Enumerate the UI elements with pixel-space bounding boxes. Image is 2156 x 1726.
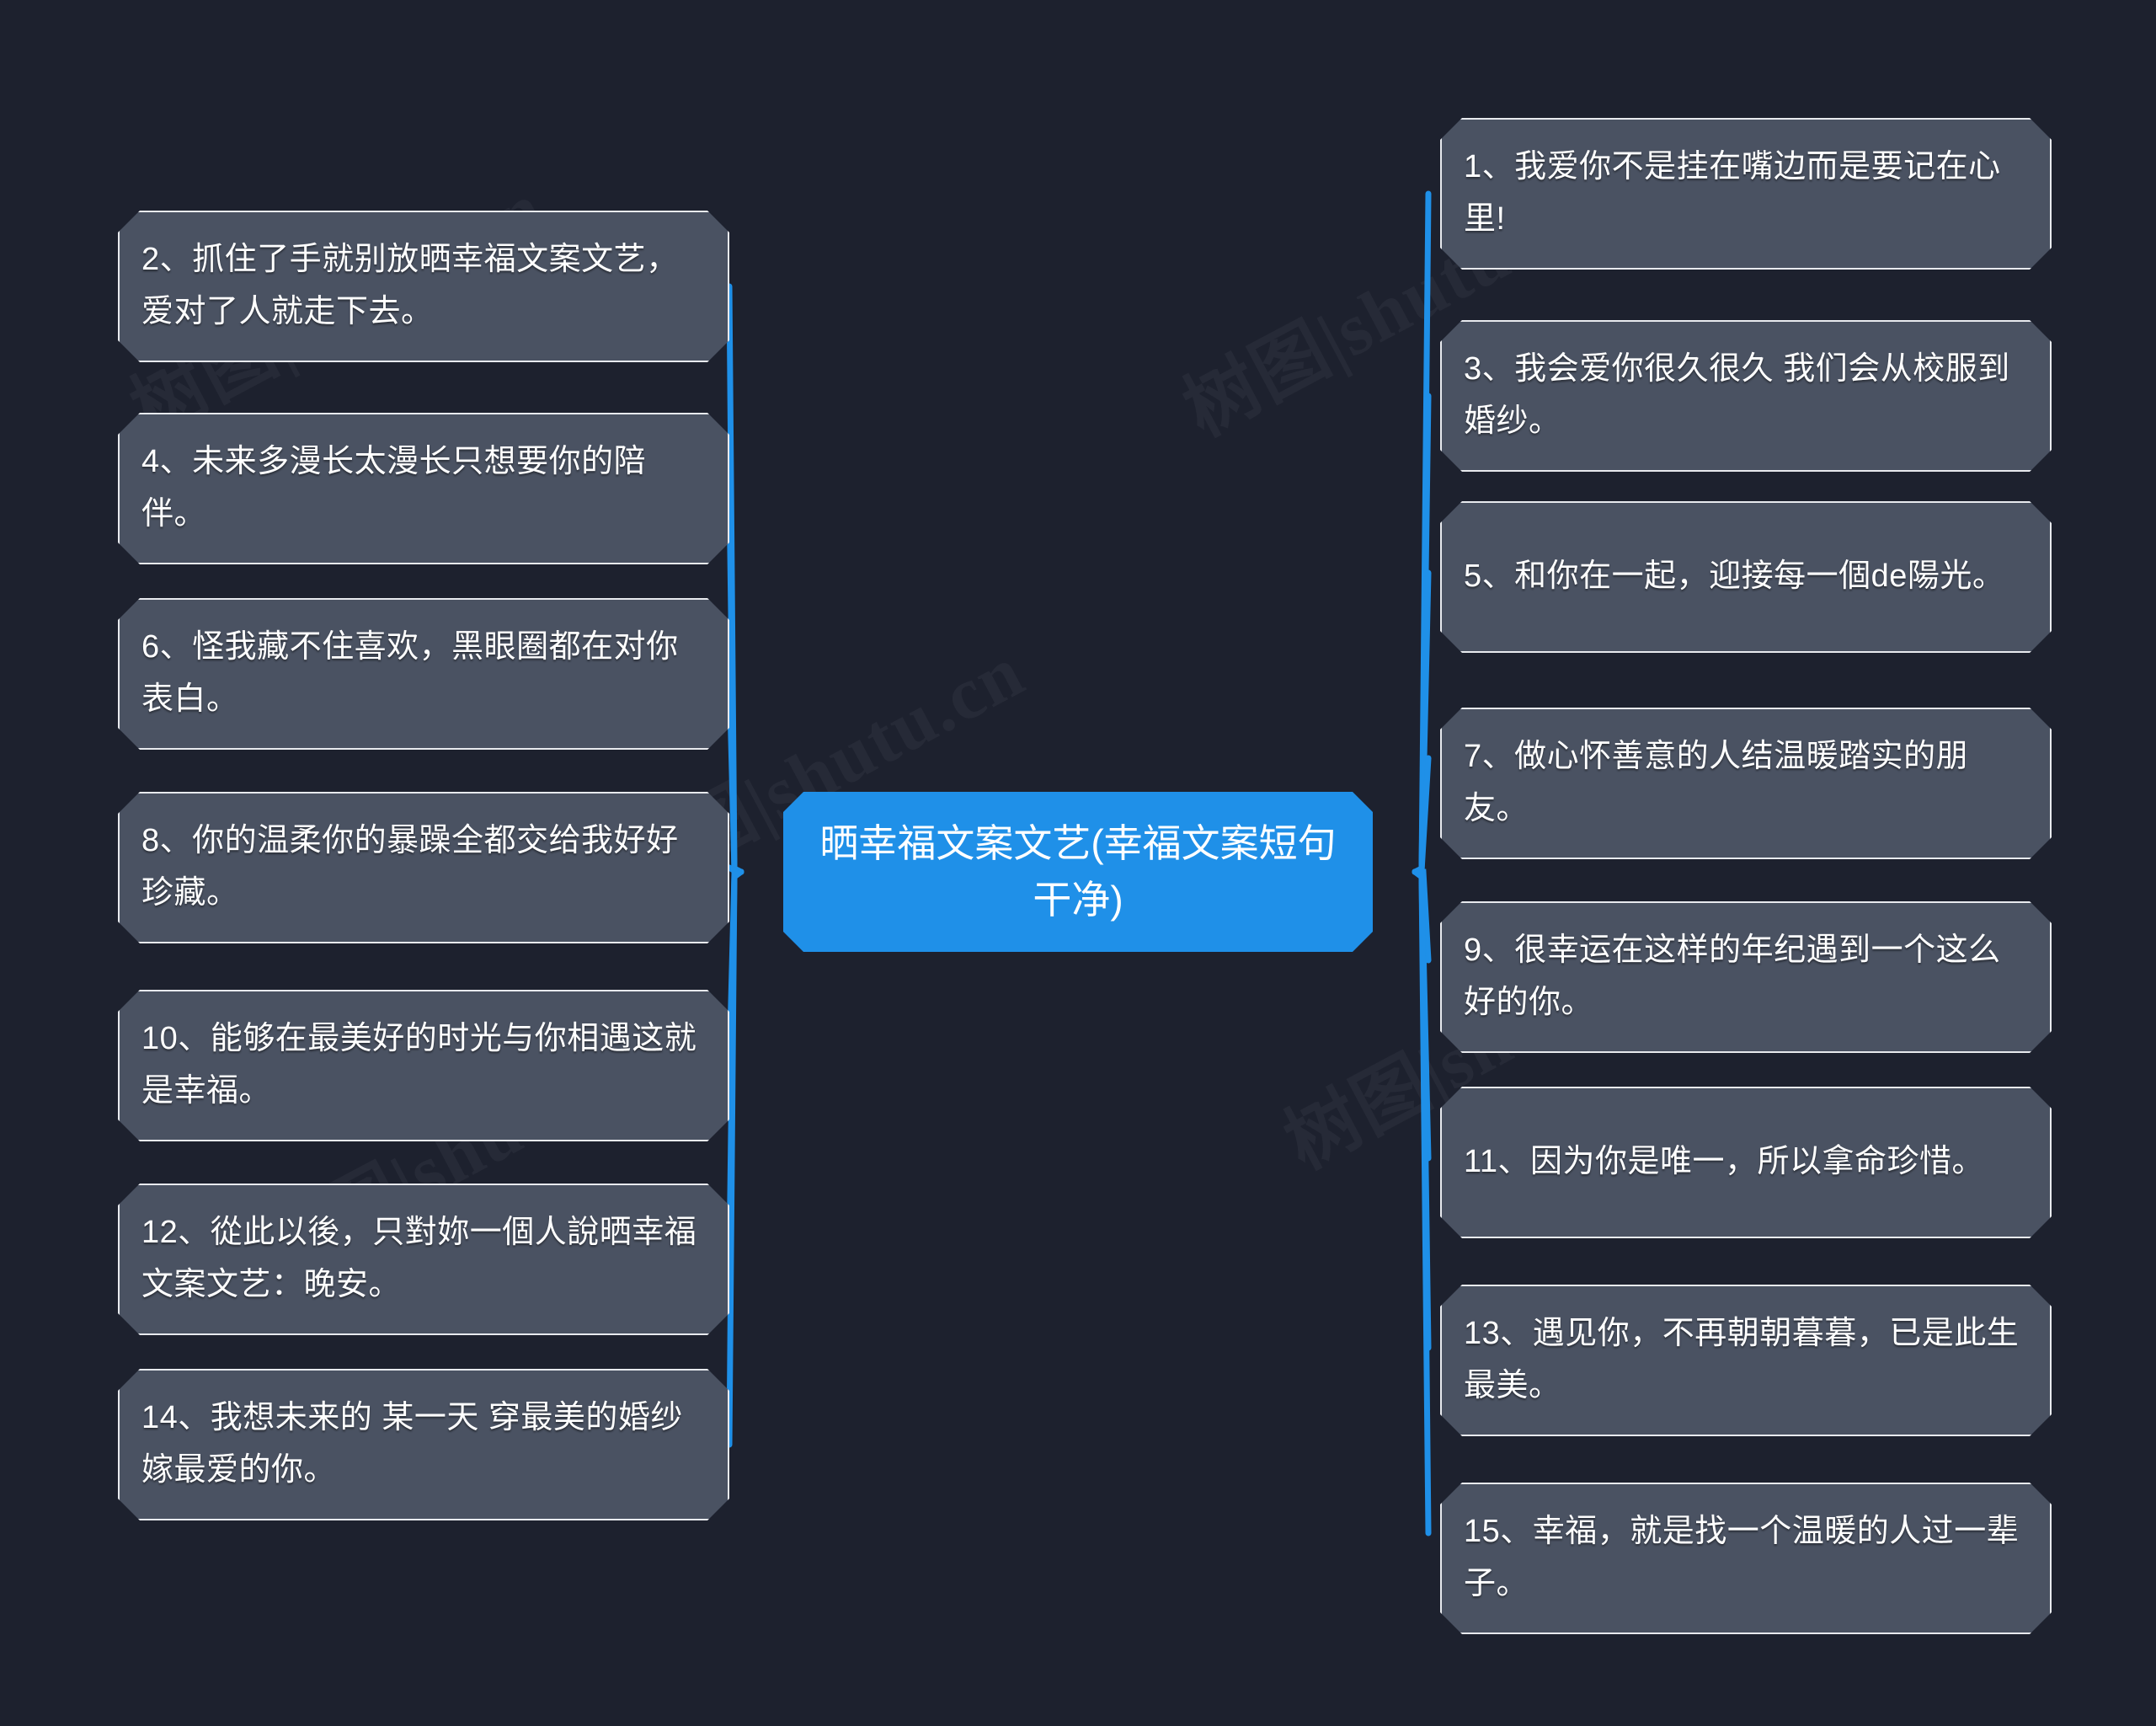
mindmap-node-left-10[interactable]: 10、能够在最美好的时光与你相遇这就是幸福。 — [118, 990, 729, 1141]
node-label: 1、我爱你不是挂在嘴边而是要记在心里! — [1464, 149, 2001, 237]
node-label: 10、能够在最美好的时光与你相遇这就是幸福。 — [141, 1021, 697, 1109]
mindmap-node-left-12[interactable]: 12、從此以後，只對妳一個人說晒幸福文案文艺：晚安。 — [118, 1184, 729, 1335]
node-label: 3、我会爱你很久很久 我们会从校服到婚纱。 — [1464, 351, 2010, 439]
mindmap-central-node[interactable]: 晒幸福文案文艺(幸福文案短句干净) — [783, 792, 1373, 952]
node-label: 8、你的温柔你的暴躁全都交给我好好珍藏。 — [141, 823, 679, 911]
node-label: 15、幸福，就是找一个温暖的人过一辈子。 — [1464, 1514, 2020, 1601]
mindmap-node-right-1[interactable]: 1、我爱你不是挂在嘴边而是要记在心里! — [1440, 118, 2052, 270]
mindmap-node-left-14[interactable]: 14、我想未来的 某一天 穿最美的婚纱 嫁最爱的你。 — [118, 1369, 729, 1520]
node-label: 4、未来多漫长太漫长只想要你的陪伴。 — [141, 444, 647, 532]
node-label: 11、因为你是唯一，所以拿命珍惜。 — [1464, 1144, 1984, 1180]
mindmap-node-right-7[interactable]: 7、做心怀善意的人结温暖踏实的朋友。 — [1440, 708, 2052, 859]
node-label: 9、很幸运在这样的年纪遇到一个这么好的你。 — [1464, 932, 2001, 1020]
mindmap-node-right-9[interactable]: 9、很幸运在这样的年纪遇到一个这么好的你。 — [1440, 901, 2052, 1053]
node-label: 5、和你在一起，迎接每一個de陽光。 — [1464, 558, 2005, 595]
node-label: 6、怪我藏不住喜欢，黑眼圈都在对你表白。 — [141, 629, 679, 717]
mindmap-node-left-8[interactable]: 8、你的温柔你的暴躁全都交给我好好珍藏。 — [118, 792, 729, 943]
mindmap-node-left-4[interactable]: 4、未来多漫长太漫长只想要你的陪伴。 — [118, 413, 729, 564]
node-label: 7、做心怀善意的人结温暖踏实的朋友。 — [1464, 739, 1969, 826]
mindmap-node-right-13[interactable]: 13、遇见你，不再朝朝暮暮，已是此生最美。 — [1440, 1285, 2052, 1436]
mindmap-node-right-15[interactable]: 15、幸福，就是找一个温暖的人过一辈子。 — [1440, 1483, 2052, 1634]
mindmap-node-right-3[interactable]: 3、我会爱你很久很久 我们会从校服到婚纱。 — [1440, 320, 2052, 472]
node-label: 13、遇见你，不再朝朝暮暮，已是此生最美。 — [1464, 1316, 2020, 1403]
mindmap-node-right-11[interactable]: 11、因为你是唯一，所以拿命珍惜。 — [1440, 1087, 2052, 1238]
mindmap-node-left-2[interactable]: 2、抓住了手就别放晒幸福文案文艺，爱对了人就走下去。 — [118, 211, 729, 362]
mindmap-node-left-6[interactable]: 6、怪我藏不住喜欢，黑眼圈都在对你表白。 — [118, 598, 729, 750]
node-label: 12、從此以後，只對妳一個人說晒幸福文案文艺：晚安。 — [141, 1215, 697, 1302]
node-label: 14、我想未来的 某一天 穿最美的婚纱 嫁最爱的你。 — [141, 1400, 683, 1488]
mindmap-node-right-5[interactable]: 5、和你在一起，迎接每一個de陽光。 — [1440, 501, 2052, 653]
central-node-label: 晒幸福文案文艺(幸福文案短句干净) — [819, 821, 1337, 922]
node-label: 2、抓住了手就别放晒幸福文案文艺，爱对了人就走下去。 — [141, 242, 679, 329]
